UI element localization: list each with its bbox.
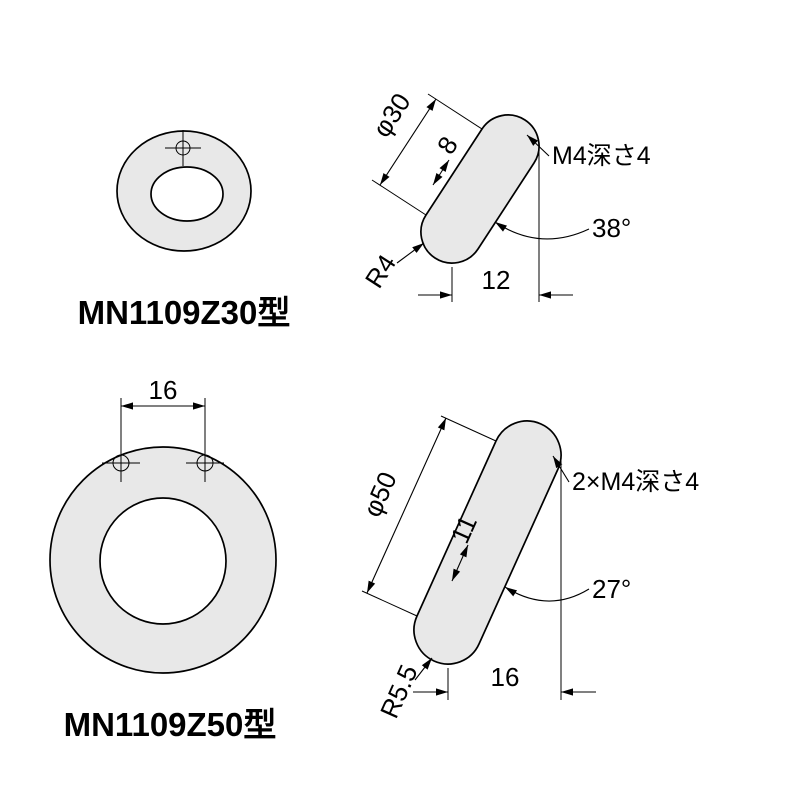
- dim-8-label: 8: [431, 131, 464, 159]
- ext-line: [427, 93, 483, 130]
- part1-label: MN1109Z30型: [78, 294, 291, 331]
- angle-leader: [504, 586, 590, 602]
- radius-leader: [396, 242, 425, 264]
- radius-leader: [414, 657, 433, 681]
- dim-phi30-line: [379, 98, 437, 186]
- radius-label: R5.5: [374, 660, 424, 722]
- part1-front-view: [116, 130, 252, 252]
- dim-16-label: 16: [491, 662, 520, 692]
- ext-line: [371, 179, 427, 216]
- thread-note-label: M4深さ4: [552, 142, 651, 170]
- leader-thread: [526, 134, 550, 157]
- dim-hole-spacing-label: 16: [149, 375, 178, 405]
- dim-phi50-label: φ50: [357, 467, 403, 521]
- part2-tapped-hole-mark-right: [186, 444, 224, 482]
- thread-note-label: 2×M4深さ4: [572, 468, 699, 496]
- part2-label: MN1109Z50型: [64, 706, 277, 743]
- dim-phi30-label: φ30: [366, 88, 416, 143]
- part2-tapped-hole-mark-left: [102, 444, 140, 482]
- dim-12-label: 12: [482, 265, 511, 295]
- part1-ring-hole: [150, 166, 224, 222]
- ext-line: [361, 590, 418, 617]
- ext-line: [440, 415, 497, 442]
- part2-side-outline: [413, 420, 562, 665]
- radius-label: R4: [359, 249, 402, 293]
- part1-tapped-hole-mark: [165, 130, 201, 166]
- part1-side-outline: [420, 114, 540, 264]
- leader-thread: [552, 455, 570, 483]
- dim-phi50-line: [366, 417, 447, 594]
- angle-label: 27°: [592, 574, 631, 604]
- dim-8-line: [432, 159, 450, 186]
- angle-label: 38°: [592, 213, 631, 243]
- part2-side-view: 16 φ50 11 2×M4深さ4 27° R5.5: [357, 415, 699, 723]
- angle-leader: [494, 221, 590, 240]
- part1-side-view: 12 φ30 8 M4深さ4 38° R4: [359, 88, 651, 302]
- dim-11-line: [451, 544, 469, 582]
- part2-ring-hole: [99, 497, 227, 625]
- part2-front-view: 16: [49, 375, 277, 674]
